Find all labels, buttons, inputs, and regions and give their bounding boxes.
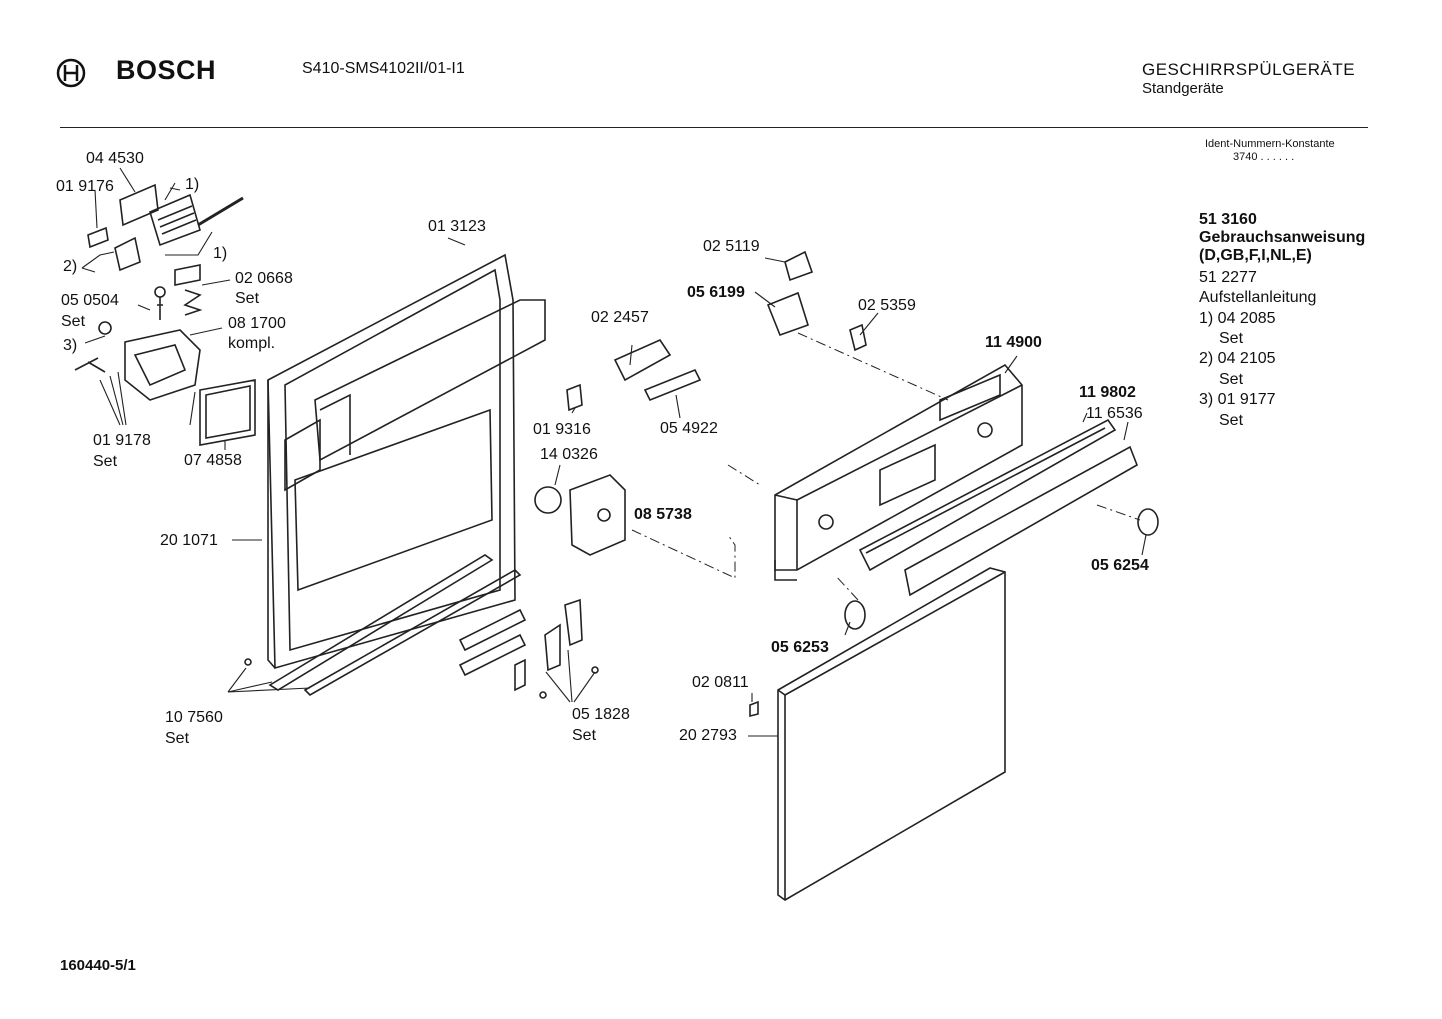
part-label-202793: 20 2793 bbox=[679, 727, 737, 744]
marker-1a: 1) bbox=[185, 176, 200, 193]
footer-code: 160440-5/1 bbox=[60, 957, 136, 974]
outer-door-panel bbox=[749, 567, 1006, 901]
part-label-019316: 01 9316 bbox=[533, 421, 591, 438]
part-label-025119: 02 5119 bbox=[703, 238, 760, 255]
part-label-051828-set: Set bbox=[572, 727, 597, 744]
dispenser-parts bbox=[74, 183, 256, 446]
part-label-081700-kompl: kompl. bbox=[228, 335, 276, 352]
side-item-512277: 51 2277 bbox=[1199, 269, 1257, 286]
part-label-114900: 11 4900 bbox=[985, 334, 1042, 351]
side-item-gebrauchsanweisung: Gebrauchsanweisung bbox=[1199, 229, 1366, 246]
side-item-set1-label: Set bbox=[1219, 330, 1244, 347]
part-label-081700: 08 1700 bbox=[228, 315, 286, 332]
part-label-019178: 01 9178 bbox=[93, 432, 151, 449]
marker-1b: 1) bbox=[213, 245, 228, 262]
part-label-056253: 05 6253 bbox=[771, 639, 829, 656]
part-label-107560-set: Set bbox=[165, 730, 190, 747]
part-label-056254: 05 6254 bbox=[1091, 557, 1149, 574]
part-label-116536: 11 6536 bbox=[1086, 405, 1143, 422]
side-item-languages: (D,GB,F,I,NL,E) bbox=[1199, 247, 1312, 264]
part-label-020668: 02 0668 bbox=[235, 270, 293, 287]
part-label-051828: 05 1828 bbox=[572, 706, 630, 723]
side-item-set3: 3) 01 9177 bbox=[1199, 391, 1276, 408]
model-number: S410-SMS4102II/01-I1 bbox=[302, 60, 465, 77]
trim-strip bbox=[858, 418, 1117, 572]
control-clips bbox=[613, 338, 702, 402]
marker-3: 3) bbox=[63, 337, 78, 354]
part-label-019176: 01 9176 bbox=[56, 178, 114, 195]
brand-name: BOSCH bbox=[116, 55, 217, 85]
marker-2: 2) bbox=[63, 258, 78, 275]
part-label-054922: 05 4922 bbox=[660, 420, 718, 437]
page-subtitle: Standgeräte bbox=[1142, 80, 1224, 97]
brackets bbox=[766, 250, 867, 352]
assembly-lines bbox=[631, 332, 1141, 601]
side-item-set1: 1) 04 2085 bbox=[1199, 310, 1276, 327]
hinge-parts bbox=[458, 598, 599, 699]
control-panel bbox=[774, 363, 1023, 581]
bottom-rails bbox=[244, 554, 522, 696]
part-label-013123: 01 3123 bbox=[428, 218, 486, 235]
door-inner-frame bbox=[267, 253, 546, 670]
ident-label: Ident-Nummern-Konstante bbox=[1205, 138, 1335, 150]
side-item-set2-label: Set bbox=[1219, 371, 1244, 388]
part-label-050504: 05 0504 bbox=[61, 292, 119, 309]
side-item-513160: 51 3160 bbox=[1199, 211, 1257, 228]
ident-value: 3740 . . . . . . bbox=[1233, 151, 1295, 163]
bosch-logo-icon bbox=[56, 58, 86, 88]
part-label-201071: 20 1071 bbox=[160, 532, 218, 549]
part-label-056199: 05 6199 bbox=[687, 284, 745, 301]
part-label-022457: 02 2457 bbox=[591, 309, 649, 326]
header-divider bbox=[60, 127, 1368, 128]
part-label-020668-set: Set bbox=[235, 290, 260, 307]
front-strip bbox=[904, 445, 1138, 597]
part-label-119802: 11 9802 bbox=[1079, 384, 1136, 401]
part-label-019178-set: Set bbox=[93, 453, 118, 470]
part-label-044530: 04 4530 bbox=[86, 150, 144, 167]
part-label-085738: 08 5738 bbox=[634, 506, 692, 523]
leader-lines bbox=[81, 167, 1147, 737]
page-title: GESCHIRRSPÜLGERÄTE bbox=[1142, 60, 1356, 79]
side-item-set2: 2) 04 2105 bbox=[1199, 350, 1276, 367]
timer-switch bbox=[534, 383, 626, 556]
part-label-020811: 02 0811 bbox=[692, 674, 749, 691]
part-label-107560: 10 7560 bbox=[165, 709, 223, 726]
part-label-050504-set: Set bbox=[61, 313, 86, 330]
part-label-074858: 07 4858 bbox=[184, 452, 242, 469]
part-label-140326: 14 0326 bbox=[540, 446, 598, 463]
side-item-set3-label: Set bbox=[1219, 412, 1244, 429]
part-label-025359: 02 5359 bbox=[858, 297, 916, 314]
knobs bbox=[844, 508, 1159, 630]
side-item-aufstellanleitung: Aufstellanleitung bbox=[1199, 289, 1317, 306]
